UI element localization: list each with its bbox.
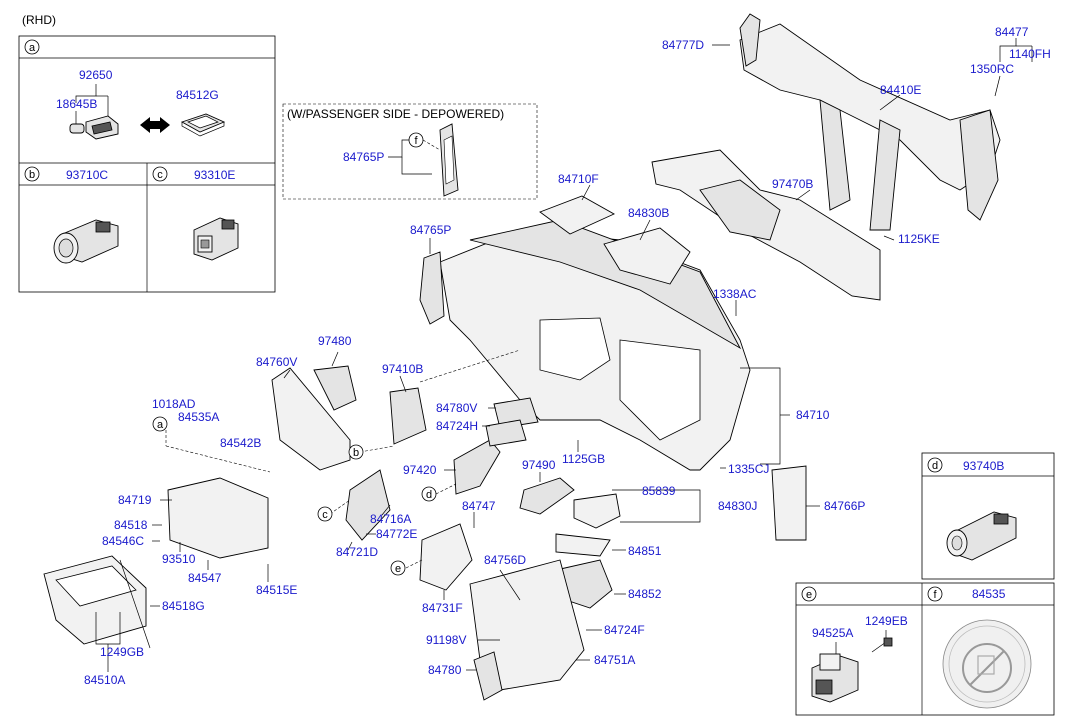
part-1249EB[interactable]: 1249EB (865, 614, 908, 628)
part-1249GB[interactable]: 1249GB (100, 645, 144, 659)
part-91198V[interactable]: 91198V (426, 633, 466, 647)
legend-letter-f: f (933, 589, 937, 601)
part-84518[interactable]: 84518 (114, 518, 148, 532)
part-18645B[interactable]: 18645B (56, 97, 97, 111)
part-93310E[interactable]: 93310E (194, 168, 235, 182)
clip-part-icon (69, 115, 119, 140)
part-84477[interactable]: 84477 (995, 25, 1029, 39)
callout-letter-e: e (395, 563, 401, 575)
legend-letter-d: d (932, 460, 938, 472)
part-1140FH[interactable]: 1140FH (1009, 47, 1051, 61)
part-84852[interactable]: 84852 (628, 587, 662, 601)
part-92650[interactable]: 92650 (79, 68, 113, 82)
part-84772E[interactable]: 84772E (376, 527, 417, 541)
part-97490[interactable]: 97490 (522, 458, 556, 472)
part-84731F[interactable]: 84731F (422, 601, 463, 615)
part-84765P[interactable]: 84765P (410, 223, 451, 237)
callout-letter-c: c (322, 509, 328, 521)
part-84719[interactable]: 84719 (118, 493, 152, 507)
leader-lines (95, 38, 1033, 672)
part-84780[interactable]: 84780 (428, 663, 462, 677)
part-85839[interactable]: 85839 (642, 484, 676, 498)
part-84766P[interactable]: 84766P (824, 499, 865, 513)
part-84777D[interactable]: 84777D (662, 38, 704, 52)
part-93710C[interactable]: 93710C (66, 168, 108, 182)
part-84751A[interactable]: 84751A (594, 653, 635, 667)
part-84515E[interactable]: 84515E (256, 583, 297, 597)
part-84724F[interactable]: 84724F (604, 623, 645, 637)
part-84410E[interactable]: 84410E (880, 83, 921, 97)
note-title: (W/PASSENGER SIDE - DEPOWERED) (287, 107, 504, 121)
passenger-side-note: (W/PASSENGER SIDE - DEPOWERED) 84765P f (282, 103, 538, 200)
part-callouts: 84777D 84477 1140FH 1350RC 84410E 97470B… (84, 25, 1051, 687)
legend-letter-e: e (806, 589, 812, 601)
switch-c-icon (193, 217, 239, 261)
part-1350RC[interactable]: 1350RC (970, 62, 1014, 76)
main-letter-callouts: a b c d e (152, 416, 437, 576)
part-93510[interactable]: 93510 (162, 552, 196, 566)
part-84756D[interactable]: 84756D (484, 553, 526, 567)
part-84724H[interactable]: 84724H (436, 419, 478, 433)
switch-b-icon (53, 219, 119, 264)
part-97410B[interactable]: 97410B (382, 362, 423, 376)
part-1338AC[interactable]: 1338AC (713, 287, 757, 301)
part-84546C[interactable]: 84546C (102, 534, 144, 548)
part-84535[interactable]: 84535 (972, 587, 1006, 601)
part-94525A[interactable]: 94525A (812, 626, 853, 640)
legend-panel-d: d 93740B (921, 452, 1055, 580)
part-93740B[interactable]: 93740B (963, 459, 1004, 473)
part-1125KE[interactable]: 1125KE (898, 232, 940, 246)
part-84830J[interactable]: 84830J (718, 499, 757, 513)
note-letter-f: f (414, 135, 418, 147)
part-97470B[interactable]: 97470B (772, 177, 813, 191)
part-84830B[interactable]: 84830B (628, 206, 669, 220)
part-84512G[interactable]: 84512G (176, 88, 219, 102)
part-84716A[interactable]: 84716A (370, 512, 411, 526)
part-84851[interactable]: 84851 (628, 544, 662, 558)
legend-letter-c: c (157, 169, 163, 181)
note-part-84765P[interactable]: 84765P (343, 150, 384, 164)
legend-letter-a: a (29, 42, 36, 54)
part-84710F[interactable]: 84710F (558, 172, 599, 186)
part-1335CJ[interactable]: 1335CJ (728, 462, 769, 476)
part-97480[interactable]: 97480 (318, 334, 352, 348)
double-arrow-icon (140, 117, 170, 133)
callout-letter-d: d (426, 489, 432, 501)
part-84518G[interactable]: 84518G (162, 599, 205, 613)
part-97420[interactable]: 97420 (403, 463, 437, 477)
part-84747[interactable]: 84747 (462, 499, 496, 513)
part-1125GB[interactable]: 1125GB (562, 452, 605, 466)
cover-part-icon (180, 113, 226, 137)
part-84542B[interactable]: 84542B (220, 436, 261, 450)
part-84547[interactable]: 84547 (188, 571, 222, 585)
part-84780V[interactable]: 84780V (436, 401, 477, 415)
airbag-label-f-icon (942, 619, 1032, 709)
callout-letter-a: a (157, 419, 164, 431)
sensor-e-icon (811, 637, 893, 703)
dashboard-assembly (43, 13, 1001, 701)
rhd-label: (RHD) (22, 13, 56, 27)
legend-panel-abc: a 92650 18645B 84512G b 93710C (18, 35, 276, 293)
legend-panel-ef: e f 84535 94525A 1249EB (795, 582, 1055, 716)
part-84710[interactable]: 84710 (796, 408, 830, 422)
callout-letter-b: b (353, 447, 359, 459)
part-84510A[interactable]: 84510A (84, 673, 125, 687)
part-84535A[interactable]: 84535A (178, 410, 219, 424)
part-1018AD[interactable]: 1018AD (152, 397, 196, 411)
legend-letter-b: b (29, 169, 35, 181)
part-84760V[interactable]: 84760V (256, 355, 297, 369)
part-84721D[interactable]: 84721D (336, 545, 378, 559)
